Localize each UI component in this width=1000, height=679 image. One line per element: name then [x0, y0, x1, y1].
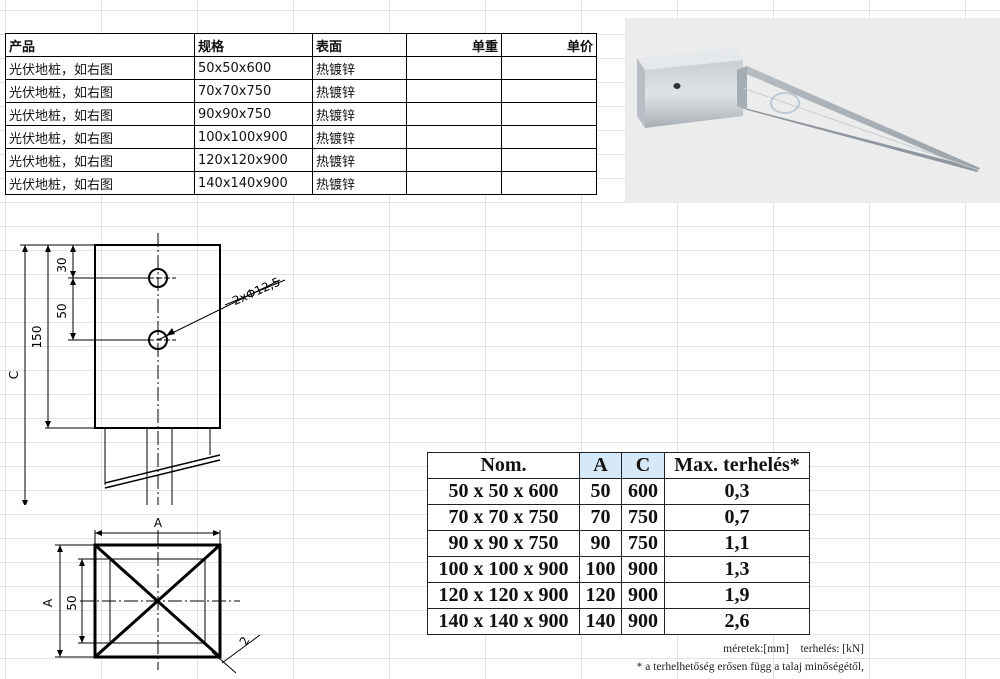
cell-max-load: 2,6: [664, 608, 810, 635]
cell-unit-weight[interactable]: [406, 56, 502, 80]
cell-a: 50: [579, 478, 622, 505]
header-spec[interactable]: 规格: [194, 33, 313, 57]
cell-spec[interactable]: 120x120x900: [194, 148, 313, 172]
dim-50-label: 50: [55, 303, 69, 318]
table-row: 50 x 50 x 600 50 600 0,3: [427, 478, 810, 505]
cell-unit-price[interactable]: [501, 56, 597, 80]
cell-spec[interactable]: 140x140x900: [194, 171, 313, 195]
dim-c-label: C: [7, 371, 21, 379]
cell-nom: 50 x 50 x 600: [427, 478, 580, 505]
header-unit-price[interactable]: 单价: [501, 33, 597, 57]
cell-unit-price[interactable]: [501, 79, 597, 103]
cell-product[interactable]: 光伏地桩，如右图: [5, 148, 195, 172]
technical-drawing-top: A A 50 2: [41, 516, 261, 674]
cell-c: 900: [621, 608, 665, 635]
header-unit-weight[interactable]: 单重: [406, 33, 502, 57]
load-table: Nom. A C Max. terhelés* 50 x 50 x 600 50…: [427, 452, 810, 635]
cell-max-load: 1,1: [664, 530, 810, 557]
cell-unit-weight[interactable]: [406, 171, 502, 195]
cell-c: 750: [621, 504, 665, 531]
dim-50-bottom-label: 50: [65, 595, 79, 610]
cell-nom: 140 x 140 x 900: [427, 608, 580, 635]
cell-product[interactable]: 光伏地桩，如右图: [5, 79, 195, 103]
cell-c: 900: [621, 582, 665, 609]
cell-max-load: 0,3: [664, 478, 810, 505]
dim-a-side-label: A: [41, 598, 55, 607]
load-table-notes: méretek:[mm] terhelés: [kN] * a terhelhe…: [420, 640, 864, 676]
load-header-row: Nom. A C Max. terhelés*: [427, 452, 810, 479]
table-row: 光伏地桩，如右图 140x140x900 热镀锌: [5, 171, 597, 195]
cell-unit-price[interactable]: [501, 171, 597, 195]
cell-surface[interactable]: 热镀锌: [312, 79, 407, 103]
header-surface[interactable]: 表面: [312, 33, 407, 57]
cell-a: 70: [579, 504, 622, 531]
cell-product[interactable]: 光伏地桩，如右图: [5, 102, 195, 126]
dim-150-label: 150: [30, 326, 44, 349]
table-row: 90 x 90 x 750 90 750 1,1: [427, 530, 810, 557]
header-c: C: [621, 452, 665, 479]
cell-nom: 120 x 120 x 900: [427, 582, 580, 609]
cell-unit-weight[interactable]: [406, 79, 502, 103]
cell-c: 600: [621, 478, 665, 505]
table-row: 光伏地桩，如右图 120x120x900 热镀锌: [5, 148, 597, 172]
cell-surface[interactable]: 热镀锌: [312, 171, 407, 195]
cell-spec[interactable]: 100x100x900: [194, 125, 313, 149]
cell-c: 750: [621, 530, 665, 557]
cell-product[interactable]: 光伏地桩，如右图: [5, 171, 195, 195]
cell-unit-weight[interactable]: [406, 102, 502, 126]
cell-spec[interactable]: 50x50x600: [194, 56, 313, 80]
cell-a: 90: [579, 530, 622, 557]
cell-unit-price[interactable]: [501, 148, 597, 172]
cell-nom: 70 x 70 x 750: [427, 504, 580, 531]
product-photo[interactable]: [625, 18, 1000, 203]
cell-c: 900: [621, 556, 665, 583]
table-row: 120 x 120 x 900 120 900 1,9: [427, 582, 810, 609]
dim-2-label: 2: [237, 634, 253, 648]
cell-nom: 90 x 90 x 750: [427, 530, 580, 557]
cell-surface[interactable]: 热镀锌: [312, 148, 407, 172]
technical-drawing-front: 30 50 150 C 2xΦ12,5: [7, 233, 286, 505]
cell-a: 120: [579, 582, 622, 609]
dim-30-label: 30: [55, 257, 69, 272]
cell-a: 140: [579, 608, 622, 635]
spec-table: 产品 规格 表面 单重 单价 光伏地桩，如右图 50x50x600 热镀锌 光伏…: [5, 33, 597, 195]
table-row: 140 x 140 x 900 140 900 2,6: [427, 608, 810, 635]
cell-a: 100: [579, 556, 622, 583]
footnote: * a terhelhetőség erősen függ a talaj mi…: [636, 661, 864, 673]
cell-unit-price[interactable]: [501, 102, 597, 126]
cell-surface[interactable]: 热镀锌: [312, 102, 407, 126]
cell-max-load: 1,9: [664, 582, 810, 609]
table-row: 光伏地桩，如右图 50x50x600 热镀锌: [5, 56, 597, 80]
dim-a-top-label: A: [154, 516, 163, 530]
cell-unit-weight[interactable]: [406, 125, 502, 149]
header-max-load: Max. terhelés*: [664, 452, 810, 479]
cell-max-load: 0,7: [664, 504, 810, 531]
table-row: 100 x 100 x 900 100 900 1,3: [427, 556, 810, 583]
cell-surface[interactable]: 热镀锌: [312, 125, 407, 149]
header-product[interactable]: 产品: [5, 33, 195, 57]
cell-product[interactable]: 光伏地桩，如右图: [5, 56, 195, 80]
spec-header-row: 产品 规格 表面 单重 单价: [5, 33, 597, 57]
table-row: 70 x 70 x 750 70 750 0,7: [427, 504, 810, 531]
units-note: méretek:[mm] terhelés: [kN]: [723, 643, 864, 655]
cell-nom: 100 x 100 x 900: [427, 556, 580, 583]
table-row: 光伏地桩，如右图 90x90x750 热镀锌: [5, 102, 597, 126]
table-row: 光伏地桩，如右图 100x100x900 热镀锌: [5, 125, 597, 149]
header-nom: Nom.: [427, 452, 580, 479]
table-row: 光伏地桩，如右图 70x70x750 热镀锌: [5, 79, 597, 103]
cell-surface[interactable]: 热镀锌: [312, 56, 407, 80]
cell-unit-price[interactable]: [501, 125, 597, 149]
cell-product[interactable]: 光伏地桩，如右图: [5, 125, 195, 149]
header-a: A: [579, 452, 622, 479]
cell-unit-weight[interactable]: [406, 148, 502, 172]
cell-spec[interactable]: 90x90x750: [194, 102, 313, 126]
hole-diameter-label: 2xΦ12,5: [230, 275, 282, 308]
cell-spec[interactable]: 70x70x750: [194, 79, 313, 103]
cell-max-load: 1,3: [664, 556, 810, 583]
